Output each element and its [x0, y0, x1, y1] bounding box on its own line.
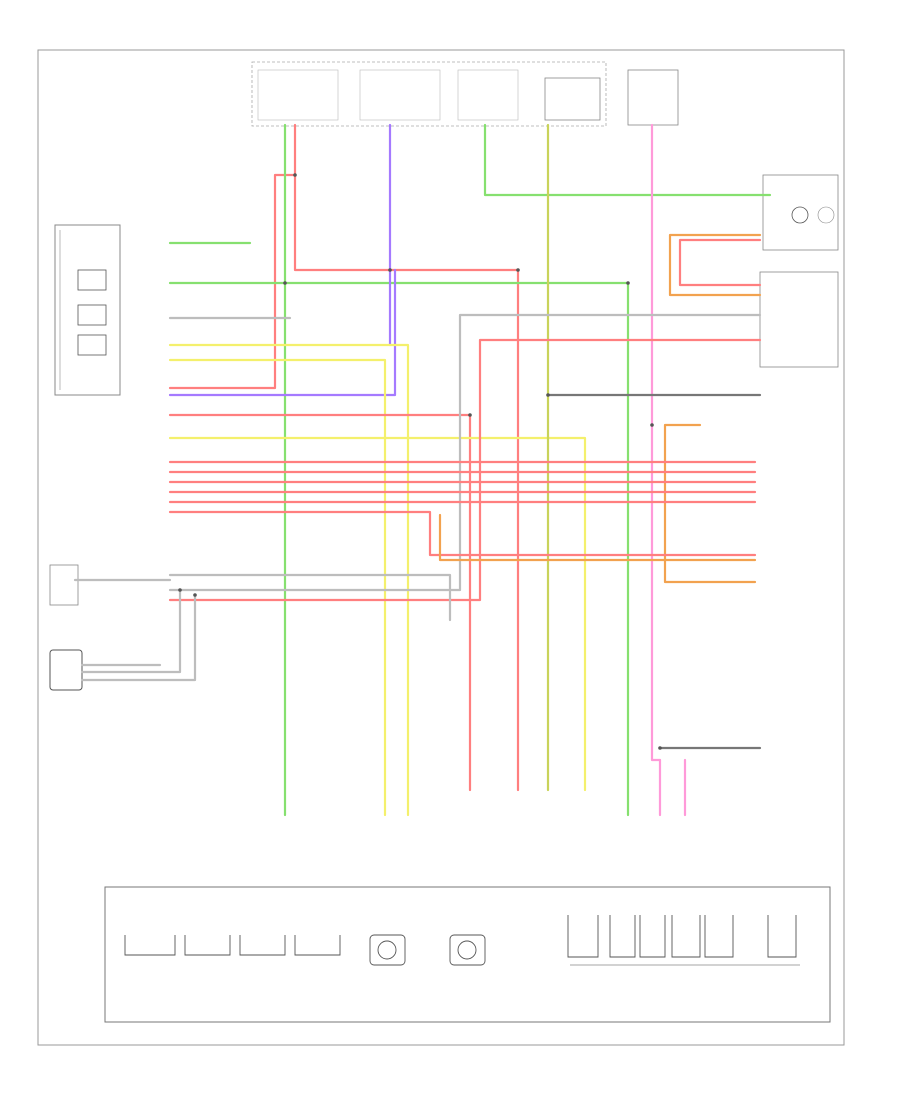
wire-junction [388, 268, 392, 272]
wire-pink [650, 123, 662, 762]
fuse-box-block-1 [257, 69, 339, 121]
switch-contact-1 [77, 269, 107, 291]
wire-red [168, 510, 757, 557]
wire-gray [80, 593, 197, 682]
wire-gray [80, 588, 182, 674]
wire-yellow [168, 436, 587, 792]
wire-orange [438, 513, 757, 562]
wire-junctions [178, 173, 662, 750]
wire-junction [193, 593, 197, 597]
transmission-control-box [104, 886, 831, 1023]
left-switch-block [54, 224, 121, 396]
wire-gray [168, 573, 452, 622]
right-top-sensor-1 [791, 206, 809, 224]
left-lower-component [49, 649, 83, 691]
solenoids-left [124, 935, 341, 956]
hot-at-all-times-box [627, 69, 679, 126]
wire-junction [468, 413, 472, 417]
wire-yellow [168, 358, 387, 817]
left-mid-component [49, 564, 79, 606]
wire-violet [168, 123, 397, 397]
solenoids-right [567, 915, 797, 958]
wire-junction [178, 588, 182, 592]
wire-red [168, 173, 297, 390]
wire-gray [168, 313, 762, 592]
wire-red [678, 238, 762, 287]
wire-orange [668, 233, 762, 297]
wire-junction [283, 281, 287, 285]
right-mid-module [759, 271, 839, 368]
switch-contact-2 [77, 304, 107, 326]
wire-pink [658, 758, 687, 817]
fuse-box-block-3 [457, 69, 519, 121]
wire-junction [293, 173, 297, 177]
wire-green [168, 281, 630, 817]
speed-sensors [369, 934, 486, 966]
wire-red [168, 338, 762, 602]
wire-green [483, 123, 772, 197]
right-top-component [762, 174, 839, 251]
wire-orange [663, 423, 757, 584]
wire-yellow [168, 343, 410, 817]
fuse-box [251, 61, 607, 127]
switch-contact-3 [77, 334, 107, 356]
fuse-box-block-2 [359, 69, 441, 121]
right-top-sensor-2 [817, 206, 835, 224]
wire-red [293, 123, 520, 792]
wire-junction [658, 746, 662, 750]
wire-junction [516, 268, 520, 272]
wire-harness [73, 123, 772, 817]
wire-junction [546, 393, 550, 397]
wire-junction [626, 281, 630, 285]
wire-junction [650, 423, 654, 427]
relay-box [544, 77, 601, 121]
